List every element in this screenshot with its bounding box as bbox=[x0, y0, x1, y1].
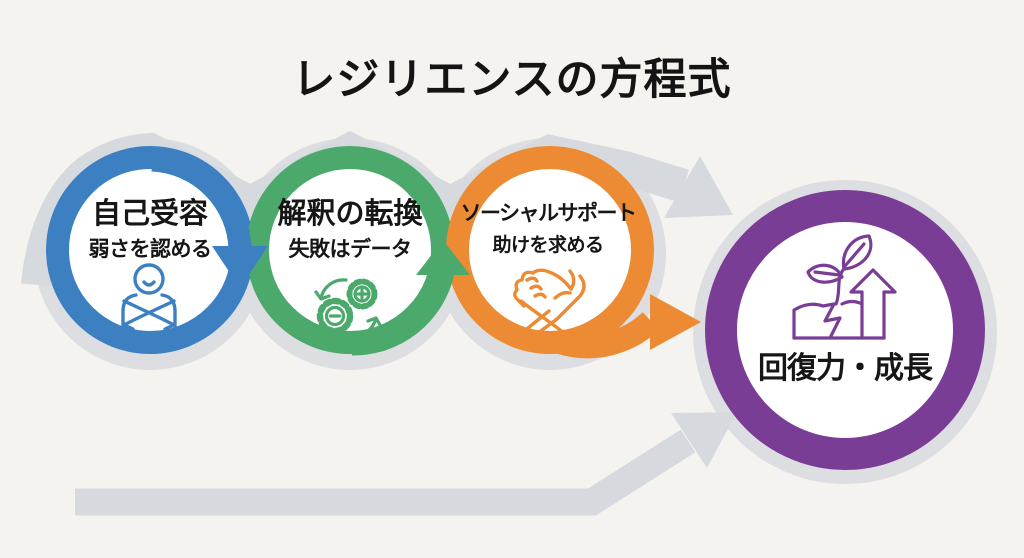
clasped-hands-icon bbox=[513, 268, 586, 338]
connector-arrowhead-2-3 bbox=[416, 240, 470, 275]
step-2-label: 解釈の転換 失敗はデータ bbox=[248, 198, 452, 262]
step-1-title: 自己受容 bbox=[91, 198, 208, 230]
disc-step-3 bbox=[446, 146, 654, 354]
bottom-flow-arrow-shaft bbox=[75, 429, 696, 516]
connector-arc-1-2 bbox=[151, 148, 252, 250]
step-3-title: ソーシャルサポート bbox=[460, 202, 637, 225]
connector-arrowhead-1-2 bbox=[212, 246, 268, 288]
connector-arrowhead-3-4 bbox=[650, 294, 701, 350]
step-1-subtitle: 弱さを認める bbox=[88, 238, 213, 262]
step-2-subtitle: 失敗はデータ bbox=[288, 238, 413, 262]
ring-step-3 bbox=[446, 146, 654, 354]
disc-step-4 bbox=[705, 190, 985, 470]
step-1-label: 自己受容 弱さを認める bbox=[48, 198, 252, 262]
step-2-title: 解釈の転換 bbox=[277, 198, 423, 230]
step-4-label: 回復力・成長 bbox=[735, 352, 955, 387]
disc-step-1 bbox=[46, 146, 254, 354]
sprout-growth-icon bbox=[792, 234, 897, 340]
step-4-title: 回復力・成長 bbox=[758, 352, 933, 385]
step-3-subtitle: 助けを求める bbox=[492, 235, 604, 257]
connector-arc-3-4 bbox=[556, 312, 660, 359]
connector-arc-2-3 bbox=[351, 269, 455, 356]
top-flow-arrow-head bbox=[664, 156, 733, 218]
ring-step-4 bbox=[705, 190, 985, 470]
page-title: レジリエンスの方程式 bbox=[292, 55, 732, 104]
disc-step-2 bbox=[246, 146, 454, 354]
step-3-label: ソーシャルサポート 助けを求める bbox=[438, 202, 658, 257]
self-hug-icon bbox=[121, 263, 177, 348]
gears-exchange-icon bbox=[314, 278, 382, 338]
bottom-flow-arrow-head bbox=[671, 412, 737, 468]
